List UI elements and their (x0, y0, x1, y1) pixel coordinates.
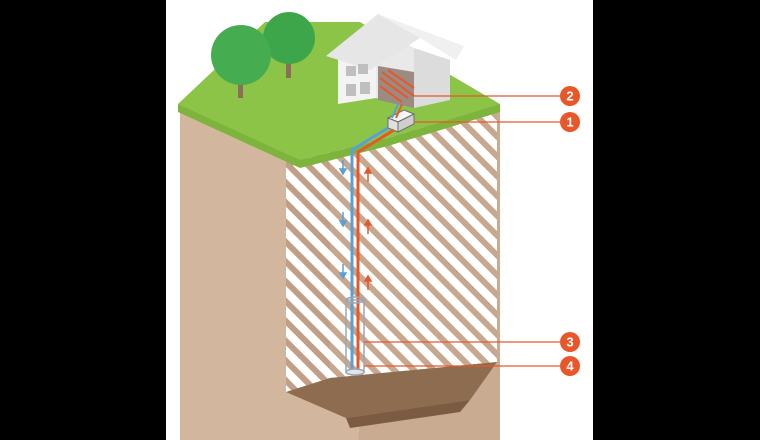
pipe-house-blue (391, 103, 399, 119)
callout-heating-label: 2 (566, 89, 573, 104)
pipe-house-red (395, 103, 403, 119)
tree-back (263, 12, 315, 78)
probe-casing-bottom (345, 368, 365, 376)
down-arrow-icon (338, 160, 348, 280)
callout-heat-pump: 1 (560, 112, 580, 132)
pit-back-wall (330, 113, 497, 378)
callout-probe-pipe-label: 3 (566, 335, 573, 350)
callout-probe-pipe: 3 (560, 332, 580, 352)
grass-edge (178, 104, 500, 168)
pit-floor-edge (346, 400, 470, 428)
tree-front (211, 25, 271, 98)
callout-probe-base: 4 (560, 356, 580, 376)
up-arrow-icon (363, 166, 373, 290)
pit-left-wall (286, 136, 330, 392)
callout-heat-pump-label: 1 (566, 115, 573, 130)
heat-pump-unit (386, 109, 416, 133)
floor-heating-coils (379, 69, 415, 103)
pit-floor (286, 362, 497, 418)
probe-casing-top (345, 296, 365, 304)
callout-probe-base-label: 4 (566, 359, 574, 374)
callout-heating: 2 (560, 86, 580, 106)
house (326, 14, 464, 108)
